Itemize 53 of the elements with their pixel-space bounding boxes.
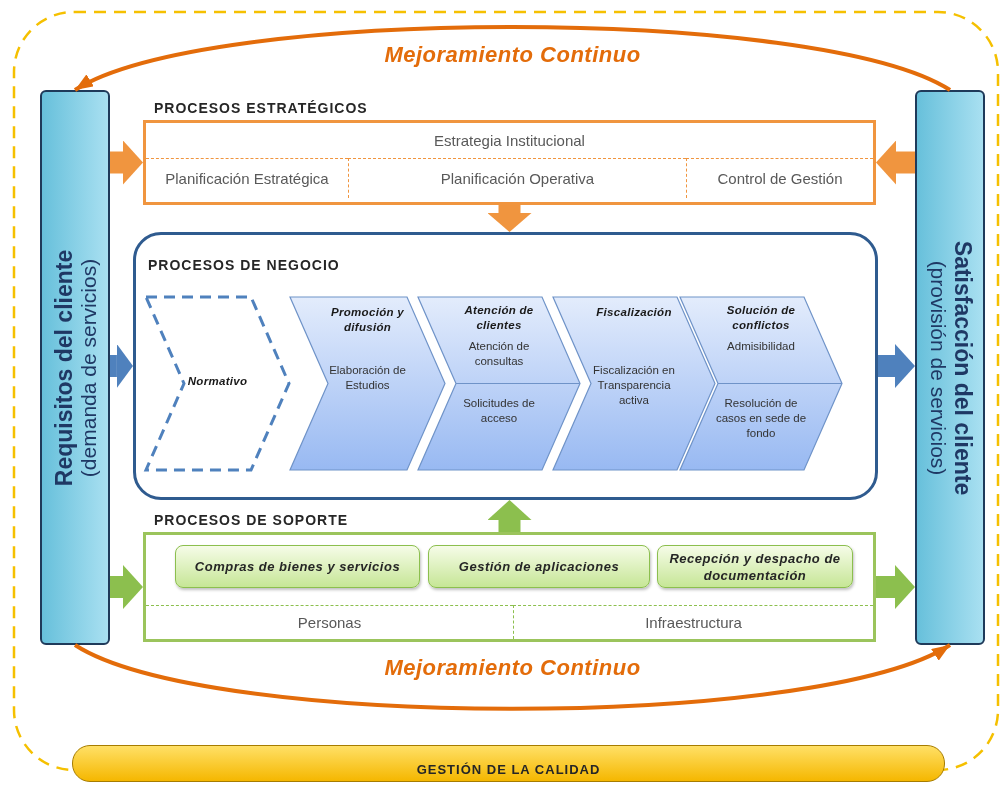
process-label: Compras de bienes y servicios (193, 558, 402, 575)
stage-title: Fiscalización (595, 305, 673, 320)
process-label: Planificación Operativa (439, 169, 596, 188)
process-label: Planificación Estratégica (164, 169, 330, 188)
client-bar (915, 90, 985, 645)
stage-title: Normativo (186, 373, 249, 389)
arrow (878, 344, 915, 388)
process-label: Infraestructura (644, 613, 743, 632)
section-heading: PROCESOS DE SOPORTE (154, 512, 349, 528)
chevron-shape (418, 297, 580, 470)
stage-title: Solución de conflictos (725, 303, 797, 333)
process-label: Personas (296, 613, 363, 632)
stage-title: Promoción y difusión (330, 305, 405, 335)
stage-title: Atención de clientes (463, 303, 535, 333)
process-label: Recepción y despacho de documentación (668, 549, 842, 584)
quality-bar (72, 745, 945, 782)
arrow (487, 500, 532, 532)
stage-item: Fiscalización en Transparencia activa (592, 363, 676, 408)
process-label: Estrategia Institucional (433, 131, 586, 150)
chevron-shape (290, 297, 445, 470)
process-pill (657, 545, 853, 588)
process-pill (175, 545, 420, 588)
arrow (110, 344, 133, 388)
stage-item: Resolución de casos en sede de fondo (714, 395, 808, 441)
arrow (74, 25, 951, 92)
arrow (110, 140, 143, 185)
process-cell (348, 158, 686, 198)
arrow (110, 565, 143, 609)
arrow (74, 643, 951, 711)
bar-title: Satisfacción del cliente (949, 240, 975, 495)
section-heading: PROCESOS ESTRATÉGICOS (154, 100, 368, 116)
chevron-shape (680, 297, 842, 470)
bar-title: GESTIÓN DE LA CALIDAD (416, 762, 601, 777)
process-cell (686, 158, 873, 198)
stage-item: Solicitudes de acceso (462, 395, 536, 426)
bar-subtitle: (demanda de servicios) (76, 258, 100, 477)
process-pill (428, 545, 650, 588)
stage-item: Atención de consultas (467, 339, 531, 369)
stage-item: Elaboración de Estudios (328, 363, 407, 393)
bar-subtitle: (provisión de servicios) (925, 260, 949, 475)
rounded-panel (133, 232, 878, 500)
process-label: Control de Gestión (716, 169, 844, 188)
bar-title: Requisitos del cliente (50, 249, 76, 486)
arrow (876, 140, 915, 185)
client-bar (40, 90, 110, 645)
chevron-shape (553, 297, 715, 470)
arrow (487, 205, 532, 232)
process-cell (513, 605, 873, 639)
dashed-process-shape (146, 297, 289, 470)
section-heading: PROCESOS DE NEGOCIO (148, 257, 340, 273)
arrow (876, 565, 915, 609)
stage-item: Admisibilidad (726, 339, 796, 354)
process-label: Gestión de aplicaciones (457, 558, 621, 575)
